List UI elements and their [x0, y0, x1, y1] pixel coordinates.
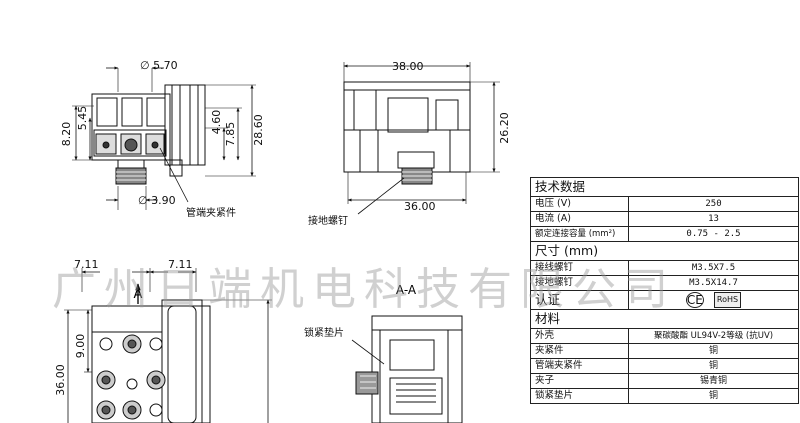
label-tube-clamp: 管端夹紧件	[186, 206, 236, 219]
material-part: 夹紧件	[530, 343, 629, 359]
material-row: 管端夹紧件 铜	[530, 358, 800, 374]
current-value: 13	[627, 211, 800, 227]
dim-7-85: 7.85	[224, 122, 237, 147]
dim-9-00: 9.00	[74, 334, 87, 359]
material-part: 管端夹紧件	[530, 358, 629, 374]
ground-screw-label: 接地螺钉	[530, 275, 629, 291]
side-view	[343, 62, 500, 215]
front-view	[72, 66, 256, 210]
dim-8-20: 8.20	[60, 122, 73, 147]
dim-28-60: 28.60	[252, 114, 265, 146]
material-part: 夹子	[530, 373, 629, 389]
material-row: 锁紧垫片 铜	[530, 388, 800, 404]
dim-36-00-front: 36.00	[54, 364, 67, 396]
wire-screw-label: 接线螺钉	[530, 260, 629, 276]
cert-header: 认证	[530, 290, 629, 310]
capacity-label: 额定连接容量 (mm²)	[530, 226, 629, 242]
size-header: 尺寸 (mm)	[529, 241, 800, 261]
material-value: 铜	[627, 358, 800, 374]
spec-table: 技术数据 电压 (V) 250 电流 (A) 13 额定连接容量 (mm²) 0…	[529, 177, 800, 404]
voltage-label: 电压 (V)	[530, 196, 629, 212]
current-label: 电流 (A)	[530, 211, 629, 227]
material-value: 铜	[627, 388, 800, 404]
material-part: 外壳	[530, 328, 629, 344]
spec-row-voltage: 电压 (V) 250	[530, 196, 800, 212]
label-lock-washer: 锁紧垫片	[304, 326, 344, 339]
spec-row-wire-screw: 接线螺钉 M3.5X7.5	[530, 260, 800, 276]
section-aa-view	[351, 315, 463, 423]
material-row: 夹紧件 铜	[530, 343, 800, 359]
section-marker-a: A	[134, 287, 143, 302]
material-header: 材料	[529, 309, 800, 329]
dim-diameter-5-70: ∅ 5.70	[140, 59, 178, 72]
material-value: 锡青铜	[627, 373, 800, 389]
dim-7-11-right: 7.11	[168, 258, 193, 271]
dim-26-20: 26.20	[498, 112, 511, 144]
spec-row-ground-screw: 接地螺钉 M3.5X14.7	[530, 275, 800, 291]
section-title-aa: A-A	[396, 283, 417, 297]
material-value: 铜	[627, 343, 800, 359]
dim-4-60: 4.60	[210, 110, 223, 135]
material-row: 外壳 聚碳酸酯 UL94V-2等级 (抗UV)	[530, 328, 800, 344]
dim-diameter-3-90: ∅ 3.90	[138, 194, 176, 207]
material-part: 锁紧垫片	[530, 388, 629, 404]
spec-row-current: 电流 (A) 13	[530, 211, 800, 227]
cert-marks: CE RoHS	[627, 290, 800, 310]
spec-row-cert: 认证 CE RoHS	[530, 290, 800, 310]
tech-data-header: 技术数据	[529, 177, 800, 197]
dim-38-00: 38.00	[392, 60, 424, 73]
dim-5-45: 5.45	[76, 106, 89, 131]
ground-screw-value: M3.5X14.7	[627, 275, 800, 291]
capacity-value: 0.75 - 2.5	[627, 226, 800, 242]
dim-36-00-side: 36.00	[404, 200, 436, 213]
spec-row-capacity: 额定连接容量 (mm²) 0.75 - 2.5	[530, 226, 800, 242]
ce-mark-icon: CE	[685, 292, 704, 308]
voltage-value: 250	[627, 196, 800, 212]
material-value: 聚碳酸酯 UL94V-2等级 (抗UV)	[627, 328, 800, 344]
lower-left-view	[64, 268, 272, 423]
rohs-mark-icon: RoHS	[713, 292, 742, 308]
label-ground-screw: 接地螺钉	[308, 214, 348, 227]
wire-screw-value: M3.5X7.5	[627, 260, 800, 276]
dim-7-11-left: 7.11	[74, 258, 99, 271]
material-row: 夹子 锡青铜	[530, 373, 800, 389]
